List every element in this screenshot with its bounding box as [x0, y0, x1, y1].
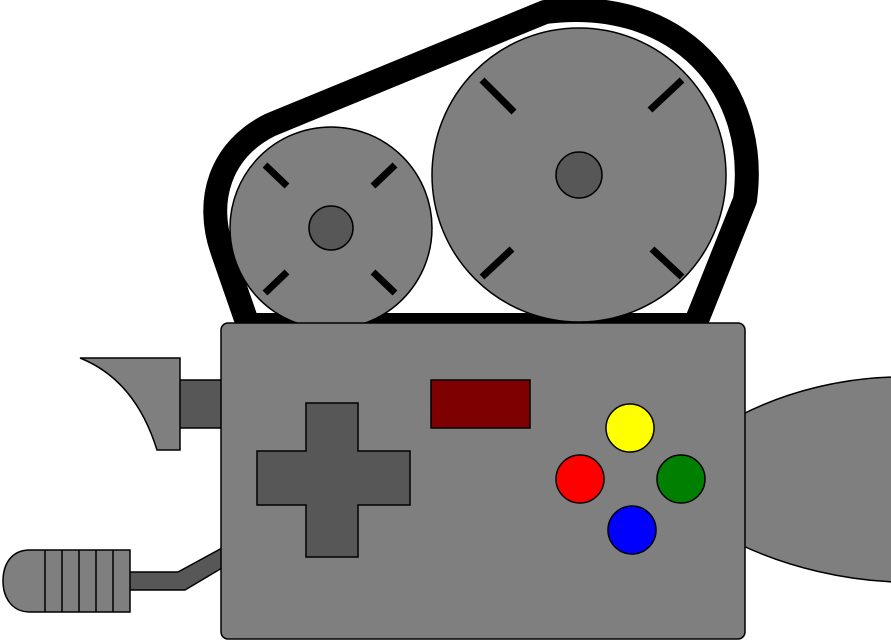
small-reel-icon [229, 126, 433, 330]
face-buttons-icon [555, 403, 706, 555]
button-top [605, 403, 655, 453]
handle-icon [2, 546, 223, 613]
button-bottom [607, 505, 657, 555]
button-left [555, 454, 605, 504]
camera-body [220, 322, 746, 640]
button-right [656, 454, 706, 504]
dpad-icon [256, 402, 411, 558]
display-panel [430, 379, 531, 429]
large-reel-icon [431, 27, 727, 323]
lens-icon [740, 376, 891, 583]
film-belt-icon [203, 0, 759, 337]
viewfinder-icon [79, 357, 225, 451]
